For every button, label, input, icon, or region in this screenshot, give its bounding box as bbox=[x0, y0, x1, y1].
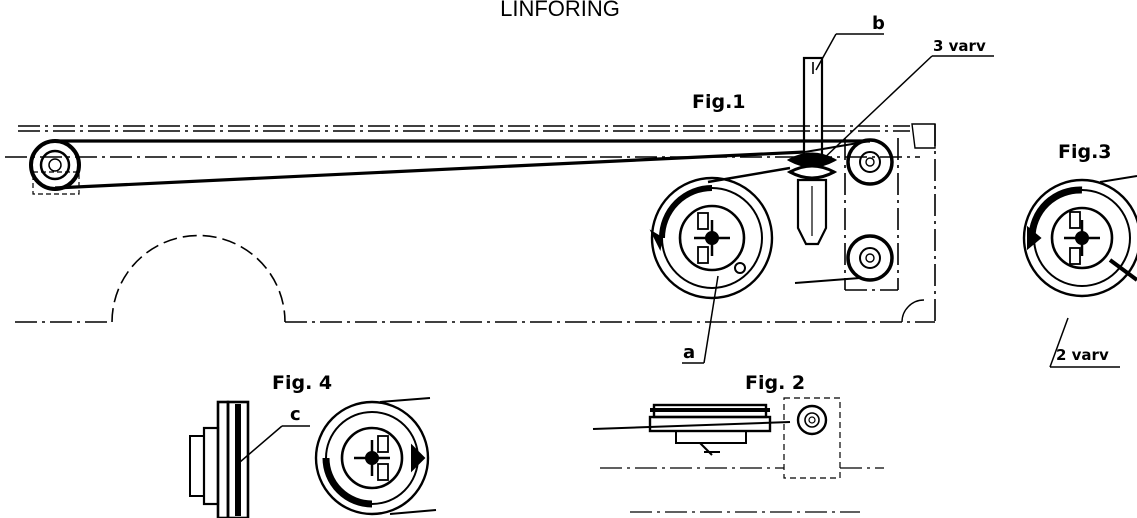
right-lower-roller bbox=[846, 234, 894, 282]
figure-1-label: Fig.1 bbox=[692, 91, 746, 113]
figure-2 bbox=[592, 397, 884, 513]
figure-4 bbox=[189, 397, 437, 518]
diagram-title: LINFORING bbox=[500, 0, 620, 21]
figure-2-label: Fig. 2 bbox=[745, 372, 805, 394]
reel-a bbox=[649, 176, 774, 300]
capstan-shaft bbox=[786, 56, 838, 246]
right-upper-roller bbox=[846, 138, 894, 186]
label-3-varv: 3 varv bbox=[933, 37, 986, 55]
leader-lines bbox=[239, 33, 1120, 463]
label-2-varv: 2 varv bbox=[1056, 346, 1109, 364]
label-b: b bbox=[872, 13, 885, 34]
figure-3 bbox=[1022, 175, 1137, 298]
figure-4-label: Fig. 4 bbox=[272, 372, 332, 394]
figure-3-label: Fig.3 bbox=[1058, 141, 1112, 163]
label-c: c bbox=[290, 404, 301, 425]
label-a: a bbox=[683, 342, 695, 363]
figure-1 bbox=[5, 56, 936, 323]
